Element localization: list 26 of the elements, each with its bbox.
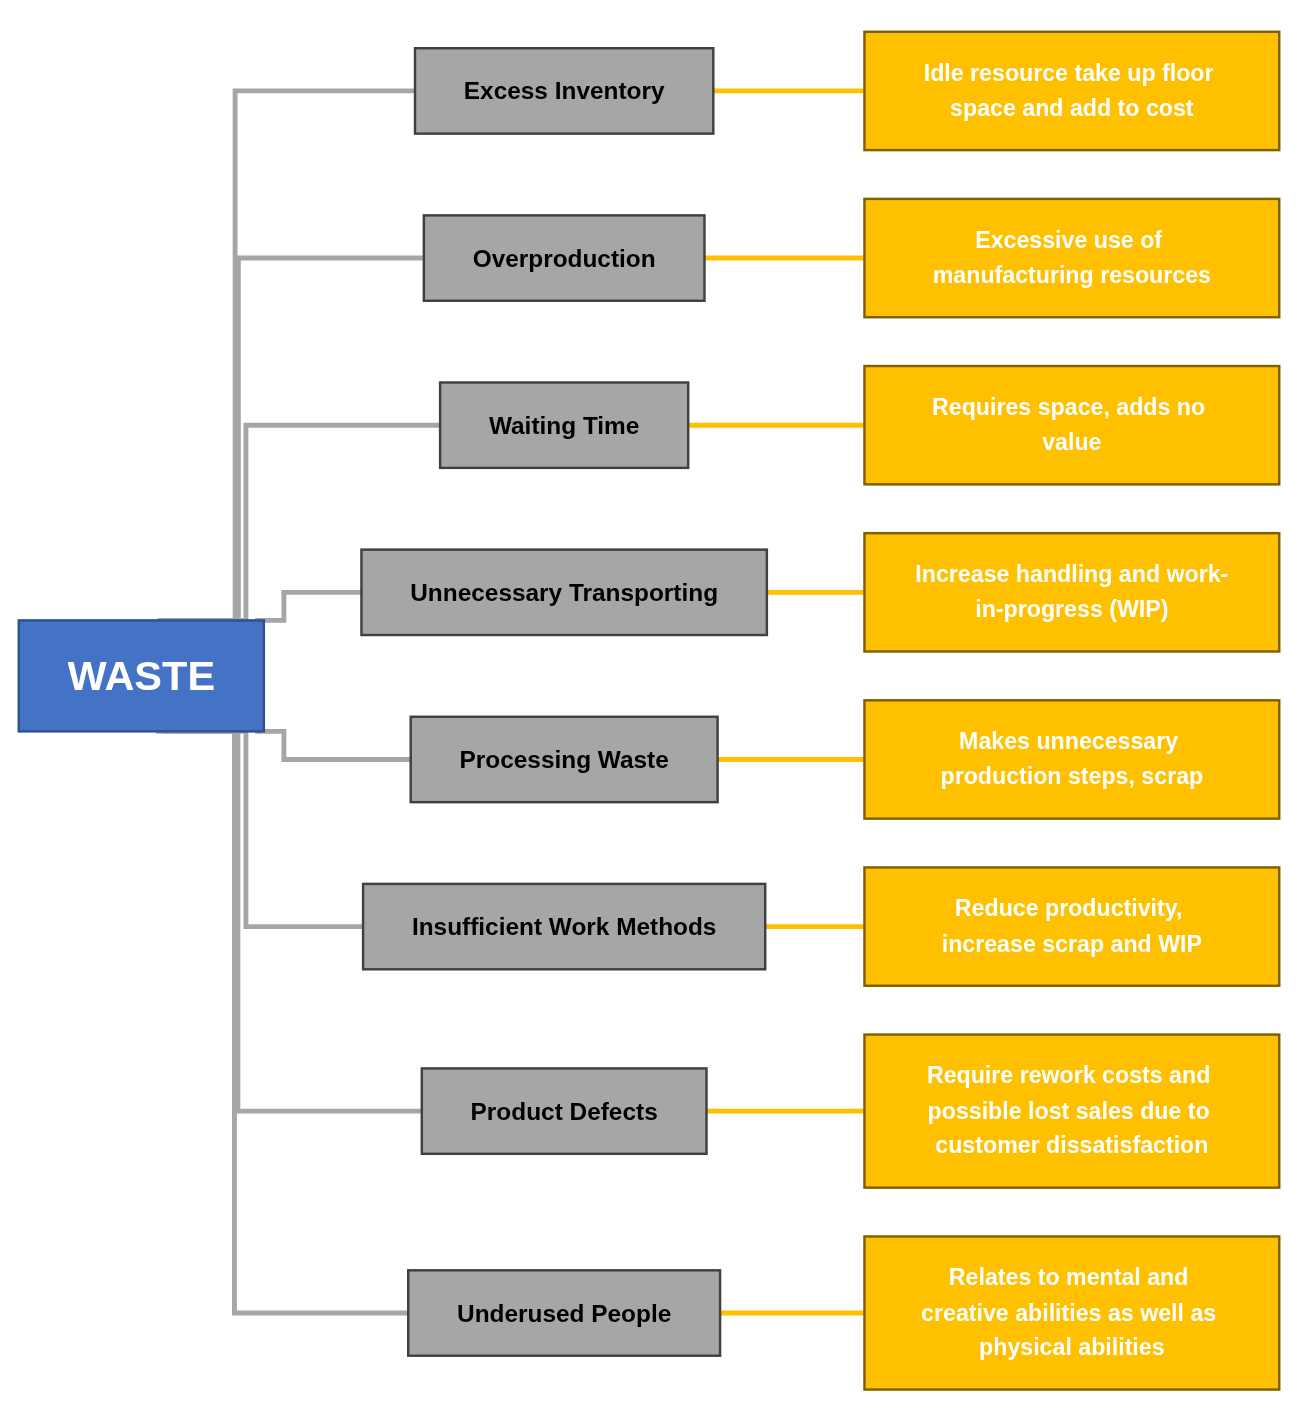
node-box xyxy=(361,883,766,971)
node-box xyxy=(862,365,1280,486)
node-box xyxy=(413,47,715,136)
node-box xyxy=(409,715,719,804)
connector xyxy=(703,255,864,261)
node-box xyxy=(17,619,265,733)
node-box xyxy=(438,381,689,470)
connector xyxy=(706,1109,864,1114)
node-box xyxy=(862,1235,1280,1392)
connector xyxy=(712,88,864,94)
node-box xyxy=(862,30,1280,152)
node-box xyxy=(406,1269,721,1358)
connector xyxy=(717,757,864,763)
connector xyxy=(766,590,864,596)
node-box xyxy=(359,548,768,637)
node-box xyxy=(862,532,1280,654)
connector xyxy=(764,924,864,930)
node-box xyxy=(862,198,1280,319)
node-box xyxy=(862,1033,1280,1190)
node-box xyxy=(420,1067,708,1156)
node-box xyxy=(862,699,1280,821)
connector xyxy=(687,423,864,428)
node-box xyxy=(862,866,1280,988)
waste-diagram: WASTE Excess Inventory Idle resource take up floor space and add to cost Overproduction Excessive use of manufacturing resources Waiting Time Requires space, adds no value Unnecessary Transporting Increase handling and work-in-progress (WIP) Processing Waste Makes unnecessary production steps, scrap Insufficient Work Methods Reduce productivity, increase scrap and WIP Product Defects Require rework costs and possible lost sales due to customer dissatisfaction Underused People Relates to mental and creative abilities as well as physical abilities xyxy=(8,22,1289,1400)
connector xyxy=(719,1310,864,1316)
node-box xyxy=(422,214,706,303)
